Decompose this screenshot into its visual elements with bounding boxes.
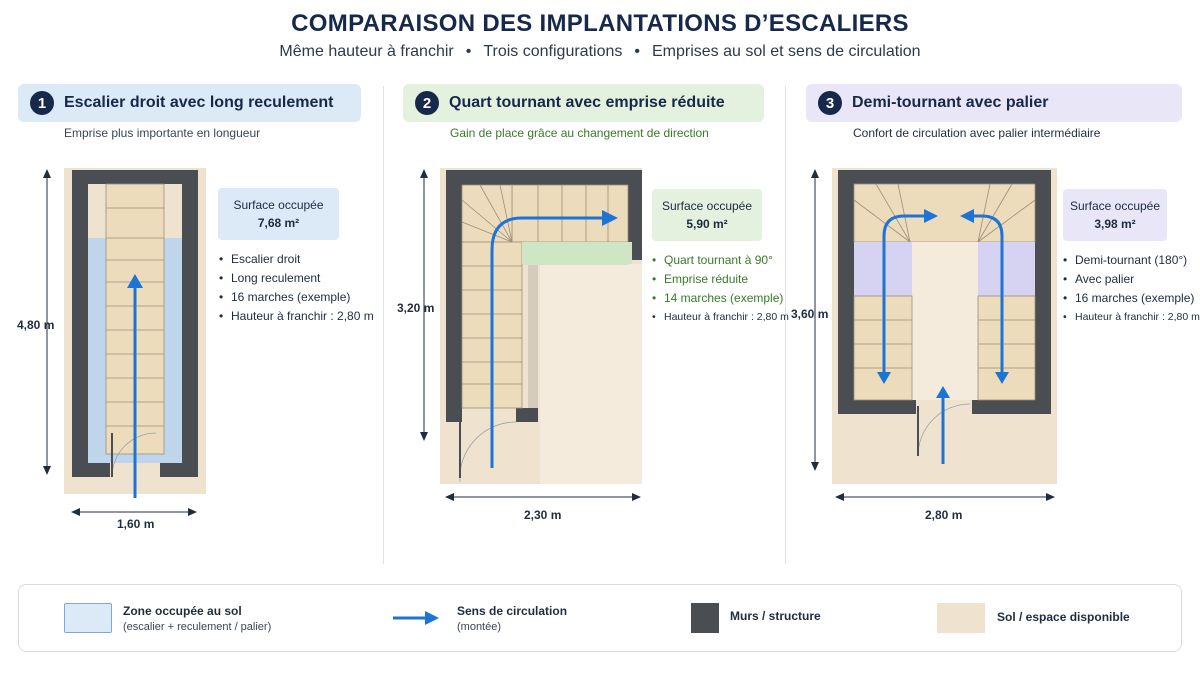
- tread-lines: [978, 319, 1035, 369]
- panel-3-surface-value: 3,98 m²: [1094, 217, 1136, 231]
- occupied-zone: [522, 242, 632, 264]
- free-floor: [540, 264, 642, 484]
- stair-treads: [977, 295, 1036, 401]
- wall: [72, 463, 110, 477]
- bullet-item: Hauteur à franchir : 2,80 m: [219, 307, 374, 326]
- bullet-item: Escalier droit: [219, 250, 374, 269]
- panel-2-surface-value: 5,90 m²: [686, 217, 728, 231]
- flow-arrow-head: [127, 274, 143, 288]
- subtitle-part-2: Trois configurations: [483, 43, 623, 60]
- legend-zone-title: Zone occupée au sol: [123, 604, 242, 618]
- bullet-item: 16 marches (exemple): [219, 288, 374, 307]
- legend-floor-swatch: [937, 603, 985, 633]
- legend-walls-title: Murs / structure: [730, 609, 821, 623]
- winder-treads: [461, 184, 513, 243]
- wall: [182, 170, 198, 476]
- stair-treads: [511, 184, 629, 243]
- wall: [446, 170, 642, 185]
- bullet-item: Hauteur à franchir : 2,80 m: [652, 308, 789, 327]
- flow-arrow-head: [960, 209, 974, 223]
- panel-2-plan: [420, 168, 642, 501]
- panel-2-bullets: Quart tournant à 90° Emprise réduite 14 …: [652, 251, 789, 327]
- panel-3-number: 3: [818, 91, 842, 115]
- legend-wall-swatch: [691, 603, 719, 633]
- legend-zone-sub: (escalier + reculement / palier): [123, 621, 272, 633]
- page-subtitle: Même hauteur à franchir • Trois configurat…: [0, 43, 1200, 61]
- flow-arrow-head: [602, 210, 618, 226]
- bullet-item: Avec palier: [1063, 270, 1200, 289]
- legend-flow-sub: (montée): [457, 621, 502, 633]
- panel-2-subtitle: Gain de place grâce au changement de dir…: [450, 126, 709, 140]
- wall: [528, 264, 538, 422]
- legend-floor-title: Sol / espace disponible: [997, 610, 1130, 624]
- wall: [838, 400, 916, 414]
- panel-3-subtitle: Confort de circulation avec palier inter…: [853, 126, 1101, 140]
- bullet-item: Hauteur à franchir : 2,80 m: [1063, 308, 1200, 327]
- wall: [160, 463, 198, 477]
- panel-1-subtitle: Emprise plus importante en longueur: [64, 126, 261, 140]
- panel-3-surface-box: Surface occupée 3,98 m²: [1063, 189, 1167, 241]
- panel-1-surface-value: 7,68 m²: [257, 216, 300, 230]
- flow-arrow-head: [877, 372, 891, 384]
- winder-lines: [853, 183, 1036, 243]
- bullet-item: Demi-tournant (180°): [1063, 251, 1200, 270]
- subtitle-separator: •: [634, 43, 640, 60]
- wall: [72, 170, 198, 184]
- panel-2-dim-height: 3,20 m: [397, 301, 435, 315]
- legend-zone-swatch: [64, 603, 112, 633]
- panel-2-number: 2: [415, 91, 439, 115]
- legend: Zone occupée au sol (escalier + reculeme…: [18, 584, 1182, 652]
- bullet-item: Long reculement: [219, 269, 374, 288]
- panel-3-dim-height: 3,60 m: [791, 307, 829, 321]
- wall: [446, 170, 462, 422]
- panel-1-surface-box: Surface occupée 7,68 m²: [218, 188, 339, 240]
- wall: [838, 170, 854, 414]
- panel-3-plan: [811, 168, 1057, 501]
- wall: [838, 170, 1051, 184]
- wall: [972, 400, 1051, 414]
- wall: [1035, 170, 1051, 414]
- winder-lines: [461, 184, 513, 243]
- flow-arrow: [972, 214, 1004, 372]
- panel-1-bullets: Escalier droit Long reculement 16 marche…: [219, 250, 374, 326]
- panel-2-header: 2 Quart tournant avec emprise réduite: [403, 84, 764, 122]
- bullet-item: 16 marches (exemple): [1063, 289, 1200, 308]
- flow-arrow-head: [995, 372, 1009, 384]
- flow-arrow-head: [924, 209, 938, 223]
- wall: [72, 170, 88, 476]
- panel-3-surface-label: Surface occupée: [1069, 199, 1161, 213]
- panel-3-title: Demi-tournant avec palier: [852, 94, 1049, 111]
- panel-2-surface-label: Surface occupée: [661, 199, 753, 213]
- panel-1-plan: [43, 168, 206, 516]
- panel-1-surface-label: Surface occupée: [233, 198, 324, 212]
- flow-arrow: [882, 214, 926, 372]
- panel-divider: [383, 86, 384, 564]
- panel-1-title: Escalier droit avec long reculement: [64, 94, 334, 111]
- page-title: COMPARAISON DES IMPLANTATIONS D’ESCALIER…: [291, 10, 909, 37]
- legend-flow-title: Sens de circulation: [457, 604, 568, 618]
- subtitle-separator: •: [465, 43, 472, 60]
- wall: [516, 408, 538, 422]
- subtitle-part-3: Emprises au sol et sens de circulation: [651, 43, 921, 60]
- panel-1-dim-height: 4,80 m: [17, 318, 55, 332]
- bullet-item: Emprise réduite: [652, 270, 789, 289]
- wall: [628, 170, 642, 260]
- wall: [446, 408, 460, 422]
- panel-2-title: Quart tournant avec emprise réduite: [449, 94, 725, 111]
- bullet-item: 14 marches (exemple): [652, 289, 789, 308]
- panel-2-dim-width: 2,30 m: [524, 508, 562, 522]
- bullet-item: Quart tournant à 90°: [652, 251, 789, 270]
- flow-arrow-head: [936, 386, 950, 398]
- panel-1-header: 1 Escalier droit avec long reculement: [18, 84, 361, 122]
- flow-arrow: [490, 216, 604, 468]
- panel-2-surface-box: Surface occupée 5,90 m²: [652, 189, 762, 241]
- legend-arrow-icon: [393, 611, 439, 625]
- subtitle-part-1: Même hauteur à franchir: [279, 43, 454, 60]
- panel-1-number: 1: [30, 91, 54, 115]
- panel-3-header: 3 Demi-tournant avec palier: [806, 84, 1182, 122]
- panel-3-bullets: Demi-tournant (180°) Avec palier 16 marc…: [1063, 251, 1200, 327]
- panel-1-dim-width: 1,60 m: [117, 517, 155, 531]
- panel-3-dim-width: 2,80 m: [925, 508, 963, 522]
- central-floor: [912, 242, 978, 400]
